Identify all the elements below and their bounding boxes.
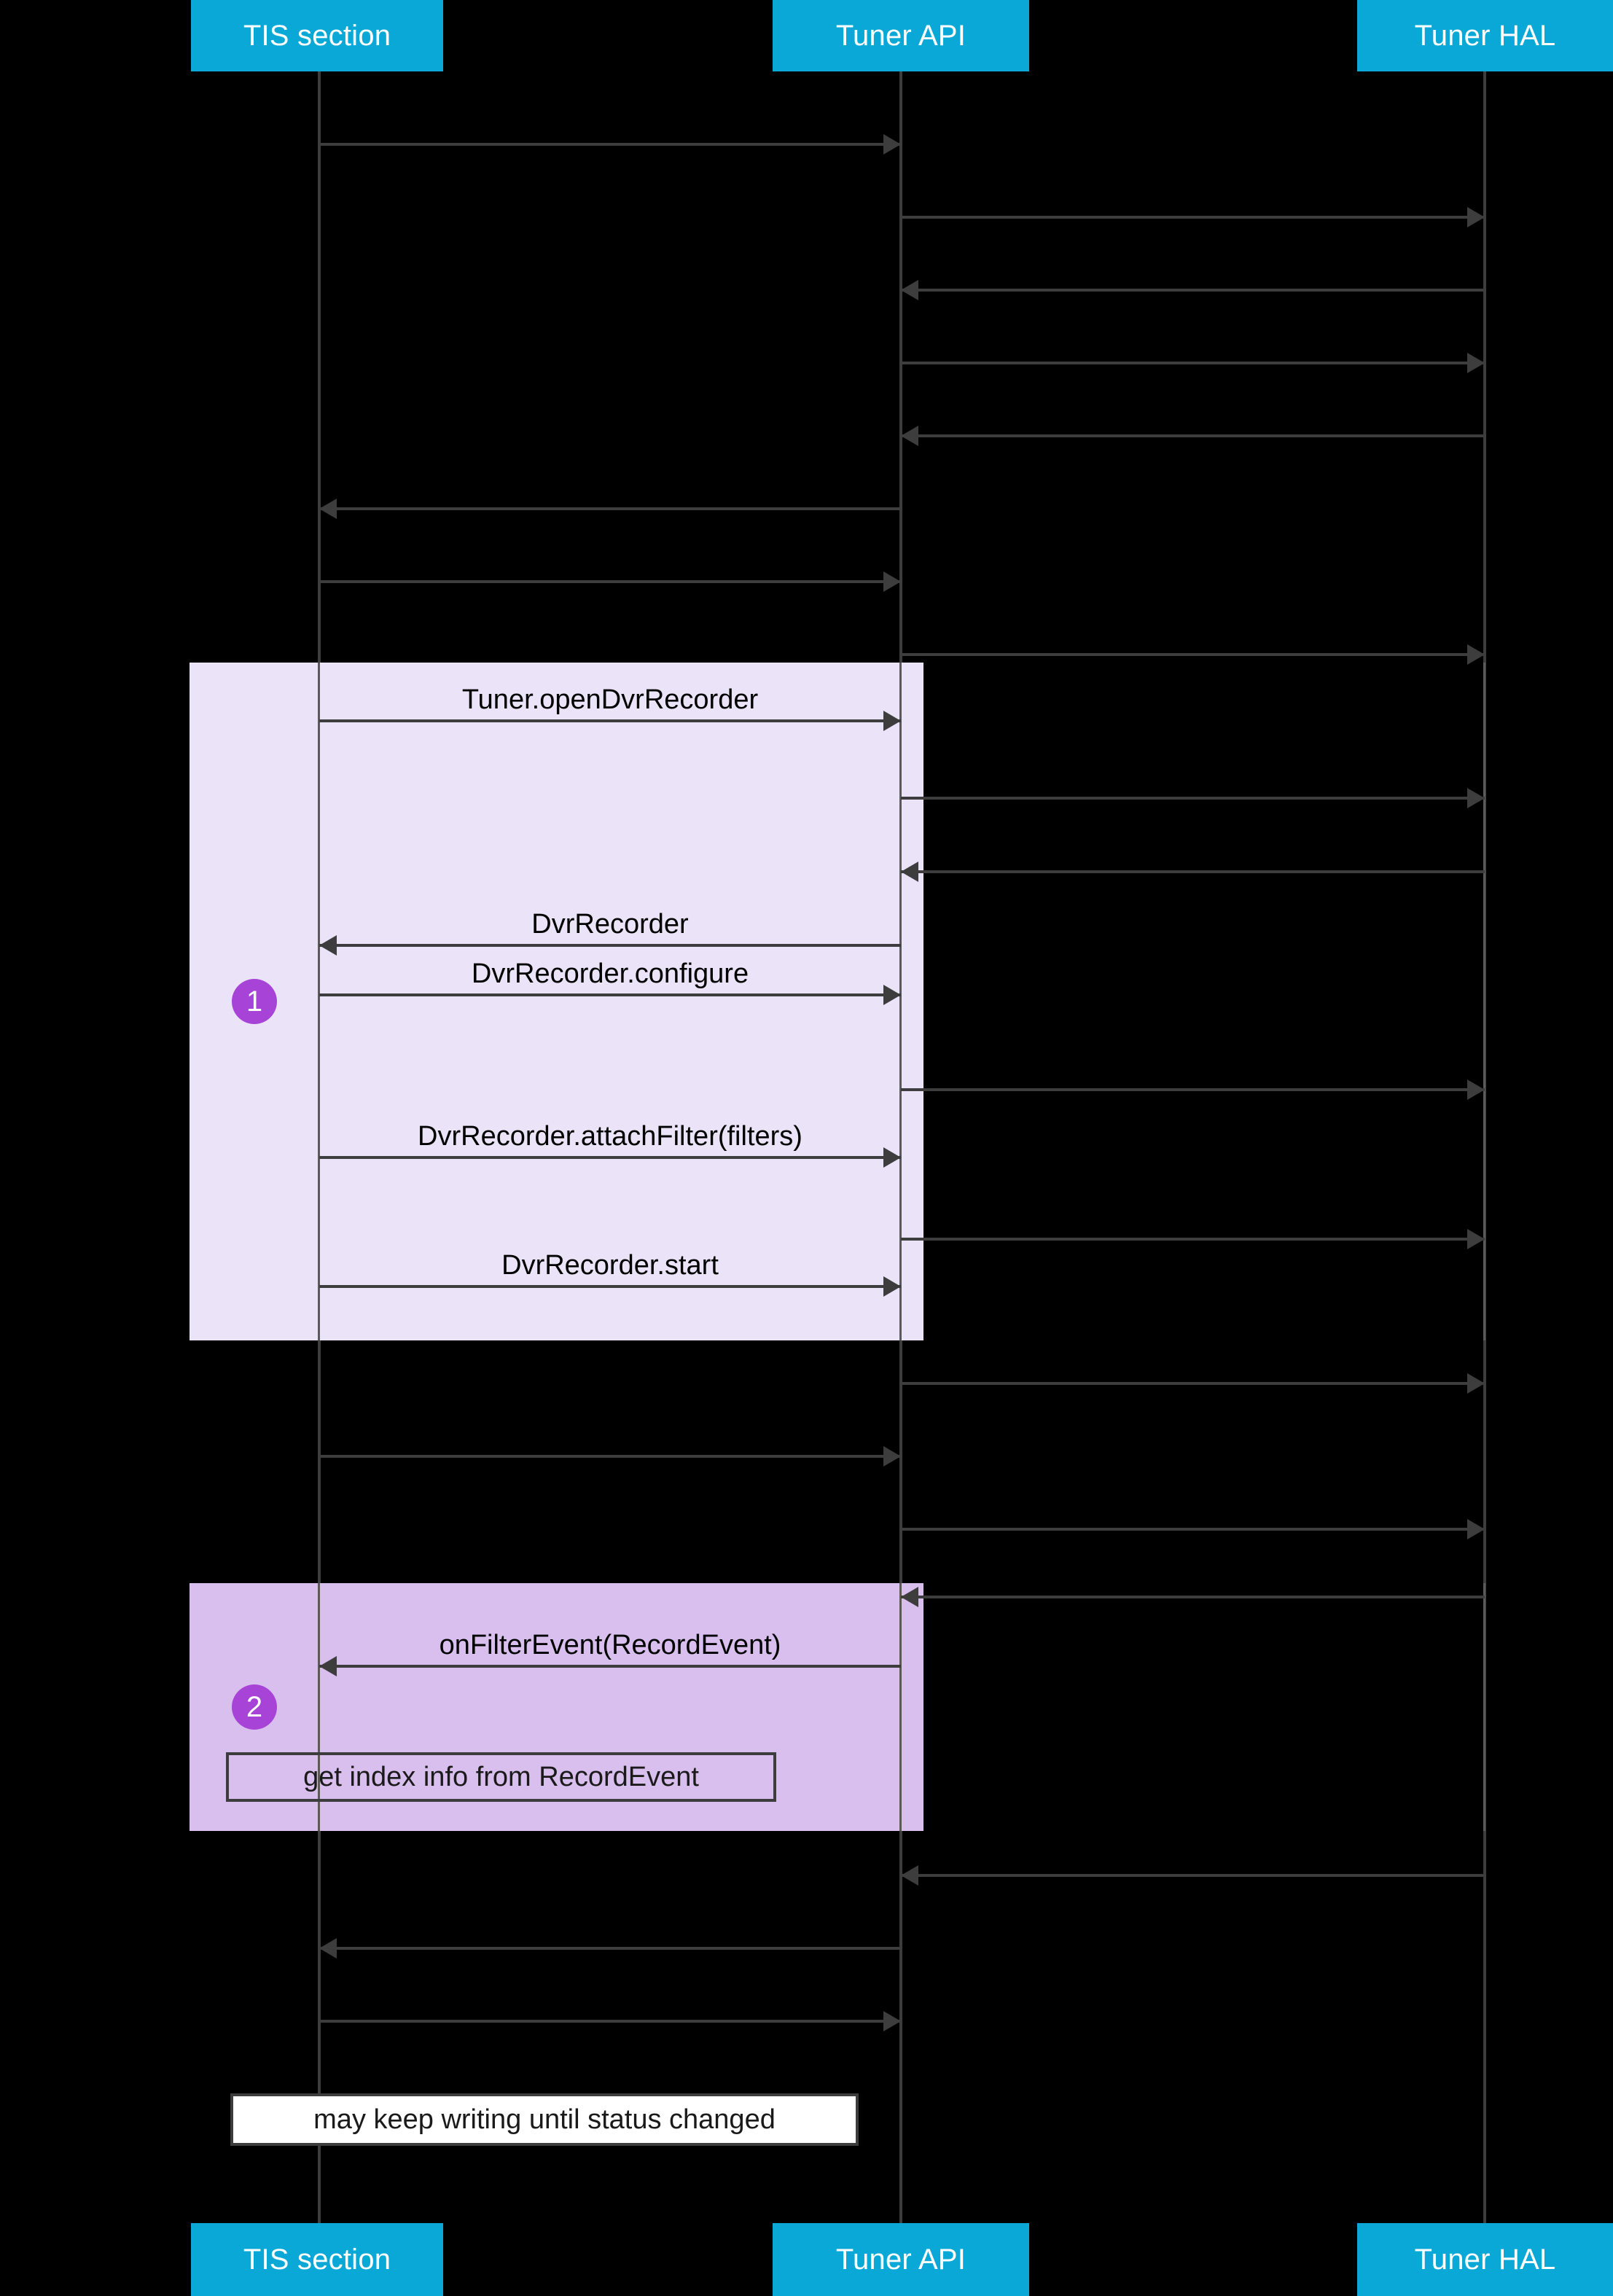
- message-arrowhead-11: [319, 935, 337, 956]
- message-arrowhead-23: [319, 1938, 337, 1959]
- message-line-18: [319, 1455, 901, 1458]
- message-line-16: [319, 1285, 901, 1288]
- lifeline-seg-api: [899, 1583, 902, 1831]
- message-arrowhead-15: [1467, 1229, 1485, 1249]
- message-arrowhead-0: [883, 134, 901, 155]
- message-arrowhead-13: [1467, 1079, 1485, 1100]
- message-line-23: [319, 1947, 901, 1950]
- message-line-6: [319, 580, 901, 583]
- message-line-17: [901, 1382, 1485, 1385]
- fragment-badge-1: 1: [232, 979, 277, 1024]
- message-arrowhead-1: [1467, 207, 1485, 227]
- message-label-21: onFilterEvent(RecordEvent): [439, 1630, 781, 1660]
- activation-bar-2: [901, 962, 923, 1101]
- fragment-2: [190, 1583, 923, 1831]
- message-arrowhead-8: [883, 711, 901, 731]
- message-label-8: Tuner.openDvrRecorder: [461, 684, 759, 715]
- message-line-9: [901, 797, 1485, 800]
- message-arrowhead-21: [319, 1656, 337, 1676]
- actor-footer-hal[interactable]: Tuner HAL: [1357, 2223, 1613, 2296]
- message-arrowhead-16: [883, 1276, 901, 1297]
- message-arrowhead-18: [883, 1446, 901, 1467]
- message-line-2: [901, 289, 1485, 292]
- actor-header-tis[interactable]: TIS section: [191, 0, 443, 71]
- message-line-1: [901, 216, 1485, 219]
- message-line-11: [319, 944, 901, 947]
- lifeline-seg-tis: [318, 663, 320, 1340]
- message-arrowhead-12: [883, 985, 901, 1005]
- activation-bar-3: [901, 1105, 923, 1251]
- message-arrowhead-14: [883, 1147, 901, 1168]
- message-label-11: DvrRecorder: [531, 909, 689, 940]
- message-arrowhead-9: [1467, 788, 1485, 808]
- fragment-1: [190, 663, 923, 1340]
- message-arrowhead-7: [1467, 644, 1485, 665]
- message-arrowhead-19: [1467, 1519, 1485, 1539]
- lifeline-seg-hal: [1483, 663, 1485, 1340]
- message-arrowhead-3: [1467, 353, 1485, 373]
- message-arrowhead-2: [901, 280, 918, 300]
- message-arrowhead-4: [901, 426, 918, 446]
- actor-header-hal[interactable]: Tuner HAL: [1357, 0, 1613, 71]
- message-line-19: [901, 1528, 1485, 1531]
- message-line-20: [901, 1596, 1485, 1598]
- activation-bar-0: [901, 663, 923, 816]
- fragment-badge-2: 2: [232, 1684, 277, 1730]
- actor-footer-api[interactable]: Tuner API: [773, 2223, 1029, 2296]
- message-label-12: DvrRecorder.configure: [471, 958, 749, 989]
- message-arrowhead-10: [901, 862, 918, 882]
- message-line-0: [319, 143, 901, 146]
- message-label-14: DvrRecorder.attachFilter(filters): [418, 1121, 802, 1152]
- message-line-14: [319, 1156, 901, 1159]
- message-arrowhead-6: [883, 571, 901, 592]
- message-arrowhead-20: [901, 1587, 918, 1607]
- message-line-10: [901, 870, 1485, 873]
- keep-writing-note: may keep writing until status changed: [230, 2093, 859, 2146]
- message-line-3: [901, 362, 1485, 364]
- message-label-16: DvrRecorder.start: [501, 1250, 719, 1281]
- lifeline-seg-tis: [318, 1583, 320, 1831]
- lifeline-seg-hal: [1483, 1583, 1485, 1831]
- message-line-7: [901, 653, 1485, 656]
- message-line-15: [901, 1238, 1485, 1241]
- message-line-5: [319, 507, 901, 510]
- message-line-22: [901, 1874, 1485, 1877]
- message-line-24: [319, 2020, 901, 2023]
- message-arrowhead-5: [319, 499, 337, 519]
- message-line-12: [319, 993, 901, 996]
- actor-footer-tis[interactable]: TIS section: [191, 2223, 443, 2296]
- actor-header-api[interactable]: Tuner API: [773, 0, 1029, 71]
- activation-bar-1: [901, 820, 923, 955]
- message-arrowhead-17: [1467, 1373, 1485, 1394]
- message-line-4: [901, 434, 1485, 437]
- message-line-13: [901, 1088, 1485, 1091]
- message-arrowhead-22: [901, 1865, 918, 1886]
- activation-bar-4: [901, 1255, 923, 1340]
- message-arrowhead-24: [883, 2011, 901, 2031]
- get-index-info: get index info from RecordEvent: [226, 1752, 776, 1802]
- message-line-21: [319, 1665, 901, 1668]
- message-line-8: [319, 719, 901, 722]
